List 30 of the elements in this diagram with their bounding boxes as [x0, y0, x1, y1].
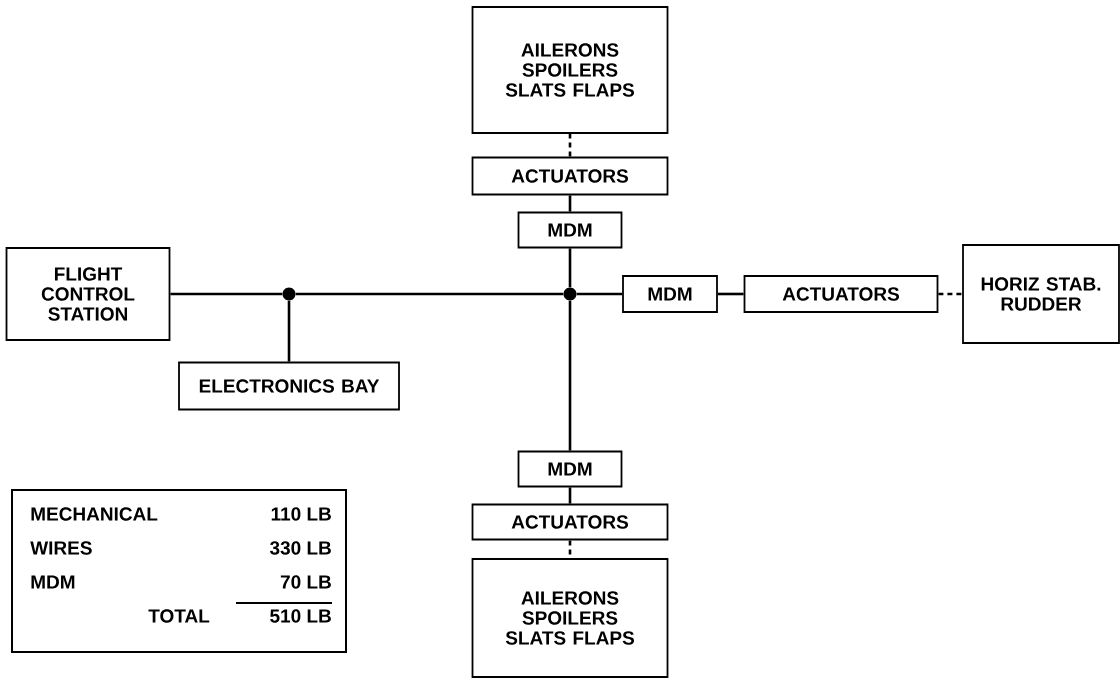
- table-cell: TOTAL: [148, 609, 210, 623]
- table-cell: 510 LB: [270, 609, 331, 623]
- connector-line: [568, 300, 572, 451]
- connector-line: [170, 292, 283, 296]
- component-box: AILERONS SPOILERS SLATS FLAPS: [471, 558, 669, 678]
- component-box: MDM: [517, 211, 623, 249]
- component-box: HORIZ STAB. RUDDER: [962, 244, 1120, 344]
- connector-line: [295, 292, 564, 296]
- connector-line: [717, 292, 744, 296]
- connector-line: [568, 248, 572, 288]
- component-box: MDM: [622, 275, 718, 313]
- table-cell: 70 LB: [280, 575, 331, 589]
- table-cell: WIRES: [30, 541, 92, 555]
- component-box: ACTUATORS: [471, 503, 669, 541]
- table-cell: 330 LB: [269, 541, 331, 555]
- table-cell: MDM: [31, 575, 75, 589]
- component-box: AILERONS SPOILERS SLATS FLAPS: [471, 6, 669, 134]
- connector-line: [568, 195, 572, 212]
- table-cell: MECHANICAL: [31, 507, 158, 521]
- table-cell: 110 LB: [271, 507, 331, 521]
- dashed-connector: [938, 292, 963, 296]
- component-box: FLIGHT CONTROL STATION: [5, 247, 171, 341]
- connector-line: [576, 292, 623, 296]
- component-box: ACTUATORS: [743, 275, 939, 313]
- dashed-connector: [568, 133, 572, 157]
- component-box: ACTUATORS: [471, 156, 669, 196]
- connector-line: [568, 487, 572, 504]
- component-box: ELECTRONICS BAY: [178, 361, 400, 411]
- component-box: MDM: [517, 450, 623, 488]
- connector-line: [287, 300, 291, 362]
